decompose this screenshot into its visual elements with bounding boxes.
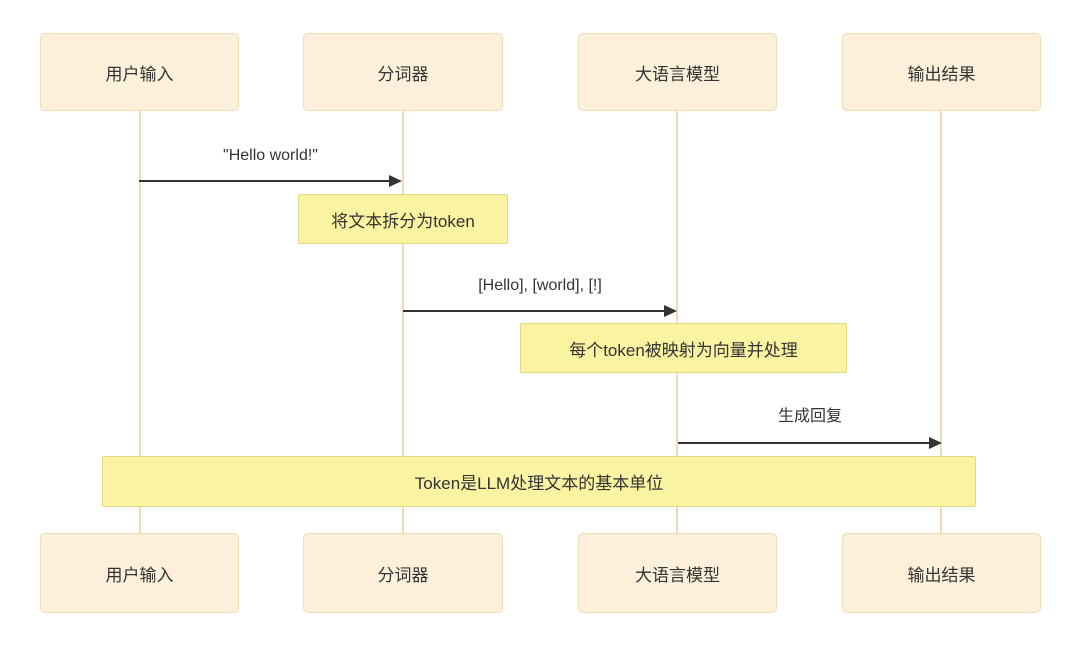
actor-top-tokenizer: 分词器 [303, 33, 503, 111]
note-text: Token是LLM处理文本的基本单位 [414, 474, 664, 493]
lifeline-tokenizer [402, 111, 404, 533]
actor-top-user-input: 用户输入 [40, 33, 239, 111]
note-span-all: Token是LLM处理文本的基本单位 [102, 456, 976, 507]
message-3-label: 生成回复 [777, 408, 842, 425]
actor-label: 输出结果 [907, 565, 976, 585]
actor-label: 用户输入 [105, 565, 174, 585]
note-text: 每个token被映射为向量并处理 [569, 340, 798, 360]
actor-bottom-llm: 大语言模型 [578, 533, 777, 613]
arrow-line [403, 310, 667, 312]
message-3-arrow [678, 437, 942, 449]
note-tokenizer: 将文本拆分为token [298, 194, 508, 244]
lifeline-user-input [139, 111, 141, 533]
actor-bottom-output: 输出结果 [842, 533, 1041, 613]
actor-label: 分词器 [377, 565, 429, 585]
note-llm: 每个token被映射为向量并处理 [520, 323, 847, 373]
message-1-arrow [139, 175, 402, 187]
lifeline-llm [676, 111, 678, 533]
actor-label: 分词器 [377, 64, 429, 84]
actor-bottom-tokenizer: 分词器 [303, 533, 503, 613]
actor-label: 大语言模型 [635, 565, 720, 585]
note-text: 将文本拆分为token [331, 211, 475, 231]
message-2-arrow [403, 305, 677, 317]
actor-top-llm: 大语言模型 [578, 33, 777, 111]
actor-label: 大语言模型 [635, 64, 720, 84]
arrow-line [678, 442, 932, 444]
message-2-label: [Hello], [world], [!] [478, 277, 602, 294]
lifeline-output [940, 111, 942, 533]
arrowhead-icon [929, 437, 942, 449]
arrowhead-icon [389, 175, 402, 187]
actor-label: 输出结果 [907, 64, 976, 84]
actor-label: 用户输入 [105, 64, 174, 84]
arrow-line [139, 180, 392, 182]
actor-top-output: 输出结果 [842, 33, 1041, 111]
actor-bottom-user-input: 用户输入 [40, 533, 239, 613]
message-1-label: "Hello world!" [223, 147, 318, 164]
arrowhead-icon [664, 305, 677, 317]
